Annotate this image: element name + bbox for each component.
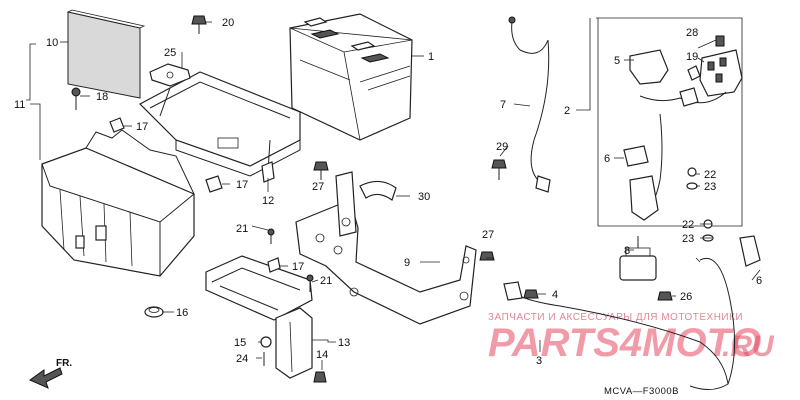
- part-17-clip-upper[interactable]: [109, 117, 125, 133]
- callout-13: 13: [338, 337, 350, 349]
- part-13-lower-tray[interactable]: [205, 255, 313, 379]
- callout-6-upper: 6: [604, 153, 610, 165]
- callout-21-upper: 21: [236, 223, 248, 235]
- drawing-code: MCVA—F3000B: [604, 386, 679, 397]
- callout-8: 8: [624, 245, 630, 257]
- part-29-screw[interactable]: [491, 159, 507, 180]
- part-3-battery-cable[interactable]: [503, 258, 735, 390]
- callout-1: 1: [428, 51, 434, 63]
- callout-5: 5: [614, 55, 620, 67]
- callout-26: 26: [680, 291, 692, 303]
- leader-lines: [26, 18, 761, 370]
- part-6-terminal-cover-relay[interactable]: [629, 175, 659, 221]
- part-22-nut-upper[interactable]: [687, 167, 697, 177]
- callout-17-lower: 17: [236, 179, 248, 191]
- part-26-bolt[interactable]: [657, 291, 673, 301]
- part-5-cover-cap[interactable]: [629, 49, 669, 85]
- part-18-screw[interactable]: [71, 87, 81, 110]
- part-10-cover-plate[interactable]: [66, 9, 146, 99]
- part-7-cable[interactable]: [508, 16, 551, 193]
- part-25-bracket[interactable]: [149, 63, 191, 87]
- callout-7: 7: [500, 99, 506, 111]
- part-1-battery[interactable]: [289, 13, 413, 141]
- part-14-bolt[interactable]: [313, 371, 327, 383]
- callout-22-upper: 22: [704, 169, 716, 181]
- part-27-bolt-right[interactable]: [479, 251, 495, 261]
- part-12-battery-tray[interactable]: [139, 71, 301, 183]
- part-30-band[interactable]: [359, 180, 397, 201]
- part-17-clip-lower[interactable]: [205, 175, 223, 193]
- callout-11: 11: [14, 99, 25, 111]
- part-9-bracket-frame[interactable]: [295, 171, 477, 325]
- part-17-clip-tray[interactable]: [267, 257, 281, 273]
- callout-3: 3: [536, 355, 542, 367]
- callout-23-upper: 23: [704, 181, 716, 193]
- callout-19: 19: [686, 51, 698, 63]
- part-6-terminal-cover-lower[interactable]: [739, 235, 761, 267]
- callout-10: 10: [46, 37, 58, 49]
- callout-9: 9: [404, 257, 410, 269]
- callout-29: 29: [496, 141, 508, 153]
- part-27-bolt-upper[interactable]: [313, 161, 329, 180]
- callout-24: 24: [236, 353, 248, 365]
- part-21-screw-upper[interactable]: [267, 228, 275, 244]
- callout-27-right: 27: [482, 229, 494, 241]
- part-23-washer-upper[interactable]: [686, 182, 698, 190]
- part-16-grommet[interactable]: [144, 306, 164, 318]
- callout-27-upper: 27: [312, 181, 324, 193]
- callout-16: 16: [176, 307, 188, 319]
- callout-23-lower: 23: [682, 233, 694, 245]
- part-21-screw-lower[interactable]: [306, 274, 314, 292]
- part-20-bolt[interactable]: [191, 15, 207, 34]
- callout-2: 2: [564, 105, 570, 117]
- watermark: ЗАПЧАСТИ И АКСЕССУАРЫ ДЛЯ МОТОТЕХНИКИ PA…: [488, 312, 775, 365]
- part-11-battery-box[interactable]: [41, 129, 195, 277]
- part-6-terminal-cover-upper[interactable]: [623, 145, 649, 167]
- callout-15: 15: [234, 337, 246, 349]
- part-2-relay-assembly-outline: [596, 17, 743, 227]
- part-15-grommet[interactable]: [260, 336, 272, 348]
- callout-18: 18: [96, 91, 108, 103]
- part-19-fuse-box[interactable]: [699, 49, 743, 97]
- callout-14: 14: [316, 349, 328, 361]
- callout-12: 12: [262, 195, 274, 207]
- front-label: FR.: [56, 358, 72, 369]
- callout-17-tray: 17: [292, 261, 304, 273]
- callout-28: 28: [686, 27, 698, 39]
- part-4-terminal-bolt[interactable]: [523, 289, 539, 299]
- callout-22-lower: 22: [682, 219, 694, 231]
- callout-4: 4: [552, 289, 558, 301]
- callout-labels: 10 11 25 20 1 18 17 17 12 16 21 17 21 13…: [14, 17, 762, 367]
- callout-17-upper: 17: [136, 121, 148, 133]
- watermark-brand: PARTS4MOTO: [488, 321, 761, 365]
- callout-30: 30: [418, 191, 430, 203]
- watermark-domain: .RU: [722, 330, 775, 363]
- front-direction-indicator: FR.: [28, 358, 72, 389]
- callout-20: 20: [222, 17, 234, 29]
- part-28-fuse[interactable]: [715, 35, 725, 47]
- part-8-starter-relay[interactable]: [619, 236, 657, 281]
- callout-6-lower: 6: [756, 275, 762, 287]
- callout-21-lower: 21: [320, 275, 332, 287]
- callout-25: 25: [164, 47, 176, 59]
